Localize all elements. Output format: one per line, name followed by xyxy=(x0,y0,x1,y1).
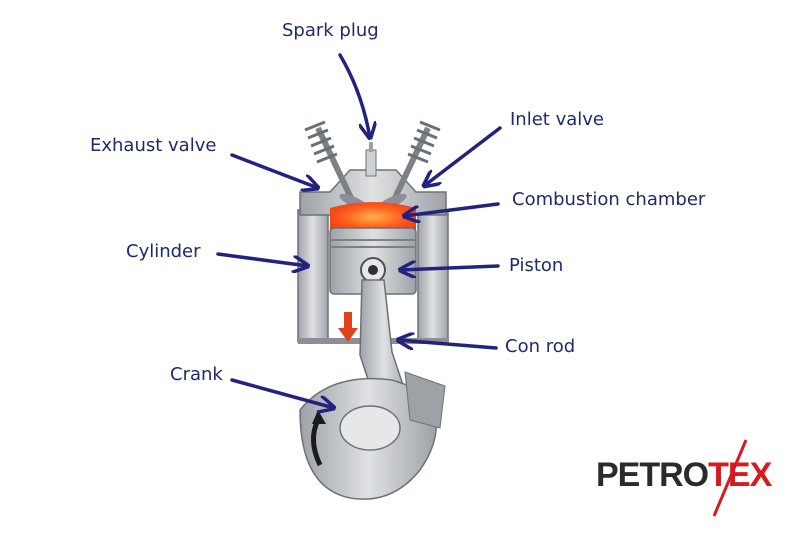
piston-arrow xyxy=(400,266,500,270)
svg-text:PETROTEX: PETROTEX xyxy=(596,456,773,494)
spark-plug-shape xyxy=(365,142,377,177)
label-exhaust-valve: Exhaust valve xyxy=(90,135,217,156)
combustion-chamber-arrow xyxy=(404,202,500,216)
label-cylinder: Cylinder xyxy=(126,241,201,262)
label-inlet-valve: Inlet valve xyxy=(510,109,604,130)
label-piston: Piston xyxy=(509,255,564,276)
piston-shape xyxy=(329,227,417,295)
con-rod-arrow xyxy=(398,340,498,348)
down-arrow-icon xyxy=(338,312,358,342)
petrotex-logo: PETROTEX xyxy=(596,439,774,517)
label-spark-plug: Spark plug xyxy=(282,20,379,41)
cylinder-arrow xyxy=(216,252,308,266)
inlet-valve-arrow xyxy=(424,126,502,186)
label-crank: Crank xyxy=(170,364,223,385)
crank-shape xyxy=(299,371,446,500)
crank-arrow xyxy=(230,378,334,408)
label-con-rod: Con rod xyxy=(505,336,576,357)
spark-plug-arrow xyxy=(338,53,370,138)
exhaust-valve-arrow xyxy=(230,153,318,188)
combustion-chamber-shape xyxy=(330,202,416,232)
label-combustion-chamber: Combustion chamber xyxy=(512,189,706,210)
